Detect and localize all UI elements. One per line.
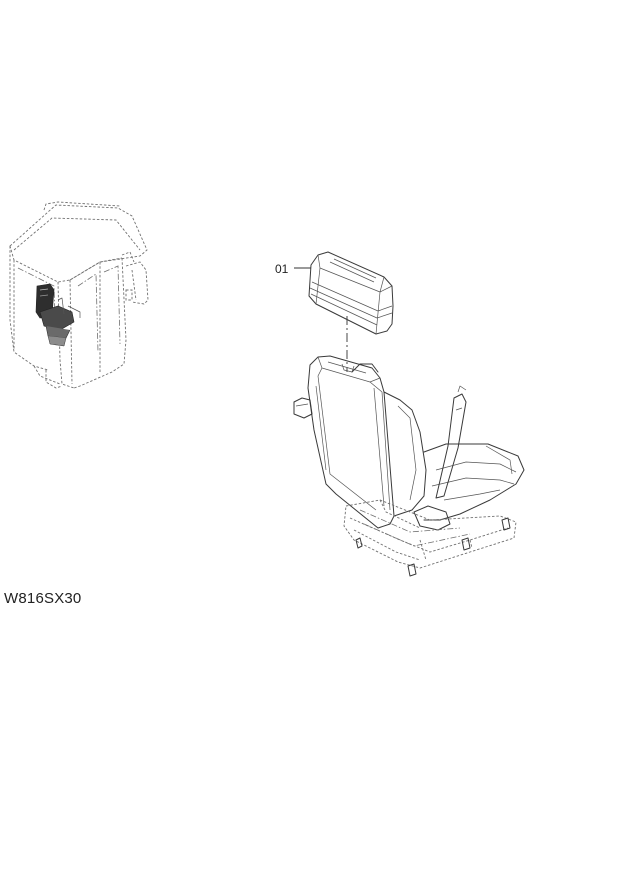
callout-01: 01 bbox=[275, 262, 311, 276]
headrest-part-drawing bbox=[308, 251, 394, 335]
drawing-code-label: W816SX30 bbox=[4, 590, 82, 607]
operator-seat-drawing bbox=[293, 355, 525, 577]
cab-overview-drawing bbox=[9, 201, 149, 389]
mini-seat-icon bbox=[35, 283, 81, 347]
callout-label: 01 bbox=[275, 262, 289, 276]
